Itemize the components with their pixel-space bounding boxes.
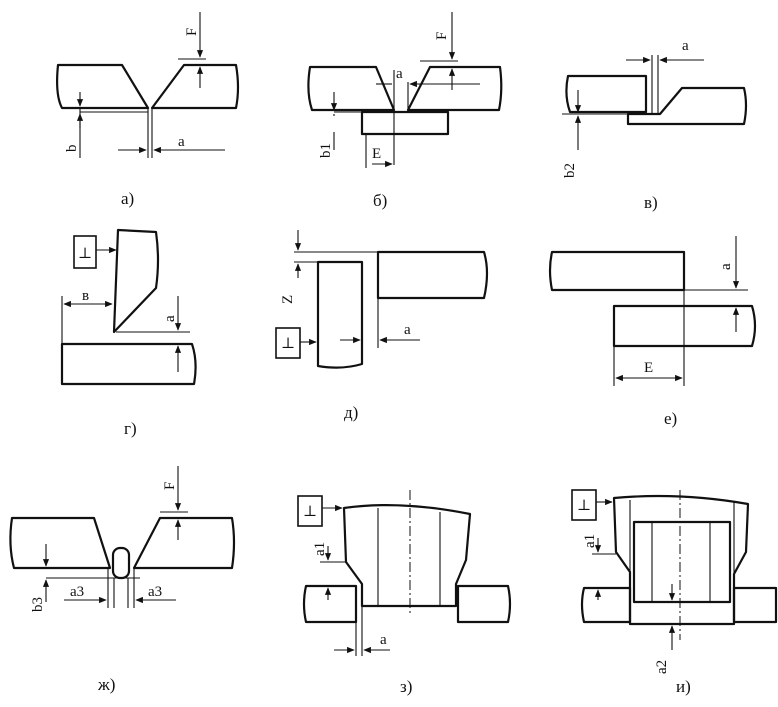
perp-symbol-box	[571, 489, 597, 521]
label-F: F	[162, 482, 178, 490]
panel-v: a b2 в)	[562, 38, 748, 212]
caption-g: г)	[124, 419, 137, 438]
panel-a: F b a а)	[56, 12, 240, 208]
base-left	[580, 586, 632, 624]
electrode	[112, 228, 160, 334]
label-a1: a1	[312, 542, 328, 556]
plate-left	[307, 65, 396, 112]
base-left	[302, 584, 358, 624]
label-E: E	[372, 146, 381, 162]
base-right	[456, 584, 512, 624]
label-a3-right: a3	[148, 584, 162, 600]
label-a2: a2	[654, 660, 670, 674]
caption-e: е)	[664, 409, 677, 428]
caption-zh: ж)	[97, 675, 115, 694]
panel-e: a E е)	[548, 236, 757, 428]
caption-a: а)	[121, 189, 134, 208]
plate-left	[9, 516, 112, 570]
perp-symbol-box	[297, 495, 323, 527]
inner-frame	[632, 520, 732, 604]
label-b: b	[64, 145, 80, 153]
plate-left	[56, 63, 150, 110]
label-b3: b3	[30, 597, 46, 612]
label-v: в	[82, 288, 89, 304]
label-a: a	[682, 38, 689, 54]
plate-right	[406, 65, 503, 112]
perp-symbol-box	[73, 235, 97, 269]
panel-z: ⊥ a1 a з)	[297, 490, 512, 696]
label-b2: b2	[562, 163, 578, 178]
plate	[60, 342, 197, 386]
perp-symbol: ⊥	[281, 336, 295, 352]
panel-d: ⊥ Z a д)	[275, 230, 489, 422]
label-F: F	[434, 32, 450, 40]
label-E: E	[644, 360, 653, 376]
perp-symbol-box	[275, 327, 301, 359]
panel-b: F a b1 E б)	[307, 12, 503, 210]
label-b1: b1	[318, 143, 334, 158]
caption-i: и)	[676, 677, 691, 696]
label-a: a	[718, 263, 734, 270]
plate-right	[626, 86, 748, 126]
caption-b: б)	[373, 191, 387, 210]
label-a: a	[404, 322, 411, 338]
caption-v: в)	[644, 193, 658, 212]
caption-d: д)	[344, 403, 358, 422]
label-a1: a1	[582, 534, 598, 548]
plate-right	[132, 516, 236, 570]
label-a: a	[162, 315, 178, 322]
plate-horizontal	[376, 250, 489, 300]
panel-zh: F b3 a3 a3 ж)	[9, 466, 236, 694]
perp-symbol: ⊥	[577, 498, 591, 514]
plate-left	[565, 74, 648, 114]
label-Z: Z	[280, 295, 296, 304]
plate-right	[150, 63, 240, 110]
perp-symbol: ⊥	[303, 504, 317, 520]
panel-g: ⊥ в a г)	[60, 228, 197, 438]
label-a: a	[396, 66, 403, 82]
plate-vertical	[316, 260, 364, 369]
insert-ring	[111, 546, 131, 580]
caption-z: з)	[400, 677, 412, 696]
label-a: a	[178, 134, 185, 150]
plate-lower	[612, 304, 757, 348]
panel-i: ⊥ a1 a2 и)	[571, 489, 778, 696]
nozzle-part	[342, 504, 472, 608]
plate-upper	[548, 250, 686, 292]
base-right	[732, 586, 778, 624]
label-F: F	[184, 28, 200, 36]
label-a3-left: a3	[70, 584, 84, 600]
label-a: a	[380, 632, 387, 648]
perp-symbol: ⊥	[78, 246, 92, 262]
backing-strip	[360, 110, 450, 136]
